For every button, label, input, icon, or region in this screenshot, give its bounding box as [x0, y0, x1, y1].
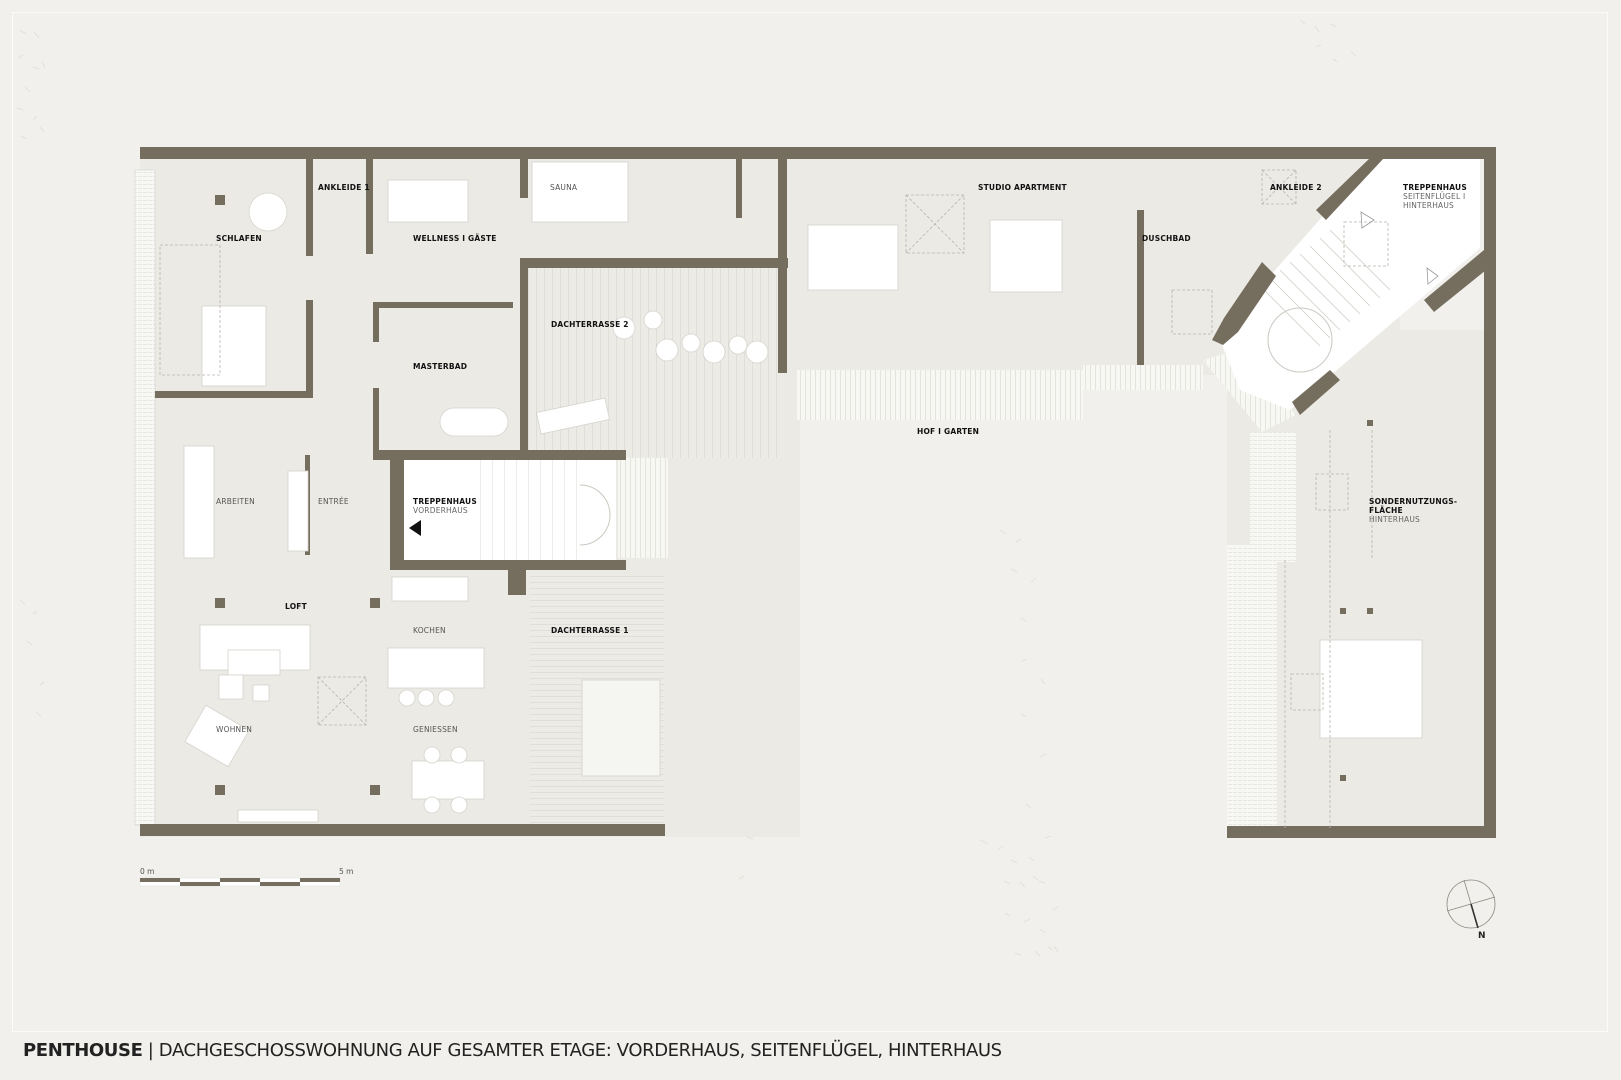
texture-speckle	[16, 19, 1357, 957]
room-label-schlafen: SCHLAFEN	[216, 234, 262, 243]
room-subtitle: VORDERHAUS	[413, 506, 468, 515]
room-label-sondernutzungsflaeche: SONDERNUTZUNGS- FLÄCHE HINTERHAUS	[1369, 497, 1457, 524]
drawing-frame	[12, 12, 1608, 1032]
scale-end-label: 5 m	[339, 867, 354, 876]
room-label-dachterrasse-2: DACHTERRASSE 2	[551, 320, 629, 329]
room-subtitle: SEITENFLÜGEL I	[1403, 192, 1466, 201]
room-label-geniessen: GENIESSEN	[413, 725, 458, 734]
stair-arrow-icon	[1426, 267, 1439, 285]
room-label-hof-garten: HOF I GARTEN	[917, 427, 980, 436]
room-label-treppenhaus-seitenfluegel: TREPPENHAUS SEITENFLÜGEL I HINTERHAUS	[1403, 183, 1467, 210]
room-label-dachterrasse-1: DACHTERRASSE 1	[551, 626, 629, 635]
dachterrasse-2-deck	[528, 268, 784, 458]
room-label-loft: LOFT	[285, 602, 307, 611]
room-title: TREPPENHAUS	[413, 497, 477, 506]
room-label-ankleide-1: ANKLEIDE 1	[318, 183, 370, 192]
room-label-kochen: KOCHEN	[413, 626, 446, 635]
hof-walkway	[797, 370, 1083, 420]
room-label-treppenhaus-vorderhaus: TREPPENHAUS VORDERHAUS	[413, 497, 477, 515]
north-label: N	[1478, 931, 1486, 941]
room-label-duschbad: DUSCHBAD	[1142, 234, 1191, 243]
caption-title: PENTHOUSE	[23, 1040, 143, 1061]
room-subtitle: HINTERHAUS	[1403, 201, 1455, 210]
room-label-studio-apartment: STUDIO APARTMENT	[978, 183, 1067, 192]
furniture	[183, 161, 1423, 823]
room-label-ankleide-2: ANKLEIDE 2	[1270, 183, 1322, 192]
stair-arrow-icon	[1360, 211, 1375, 229]
scale-start-label: 0 m	[140, 867, 155, 876]
room-title: TREPPENHAUS	[1403, 183, 1467, 192]
room-title-line2: FLÄCHE	[1369, 506, 1403, 515]
walls	[140, 147, 1496, 838]
scale-bar	[139, 877, 341, 887]
stairwell-seitenfluegel	[1222, 158, 1480, 410]
north-arrow-icon	[1446, 879, 1496, 929]
room-label-wohnen: WOHNEN	[216, 725, 253, 734]
room-label-arbeiten: ARBEITEN	[216, 497, 255, 506]
room-label-masterbad: MASTERBAD	[413, 362, 468, 371]
room-subtitle: HINTERHAUS	[1369, 515, 1421, 524]
entrance-arrow-icon	[409, 520, 421, 536]
room-label-sauna: SAUNA	[550, 183, 578, 192]
skylights	[159, 169, 1389, 830]
caption-separator: |	[142, 1040, 159, 1061]
caption-subtitle: DACHGESCHOSSWOHNUNG AUF GESAMTER ETAGE: …	[158, 1040, 1002, 1061]
plan-caption: PENTHOUSE | DACHGESCHOSSWOHNUNG AUF GESA…	[23, 1040, 1002, 1061]
room-label-wellness: WELLNESS I GÄSTE	[413, 234, 497, 243]
room-label-entree: ENTRÉE	[318, 497, 349, 506]
room-title: SONDERNUTZUNGS-	[1369, 497, 1458, 506]
